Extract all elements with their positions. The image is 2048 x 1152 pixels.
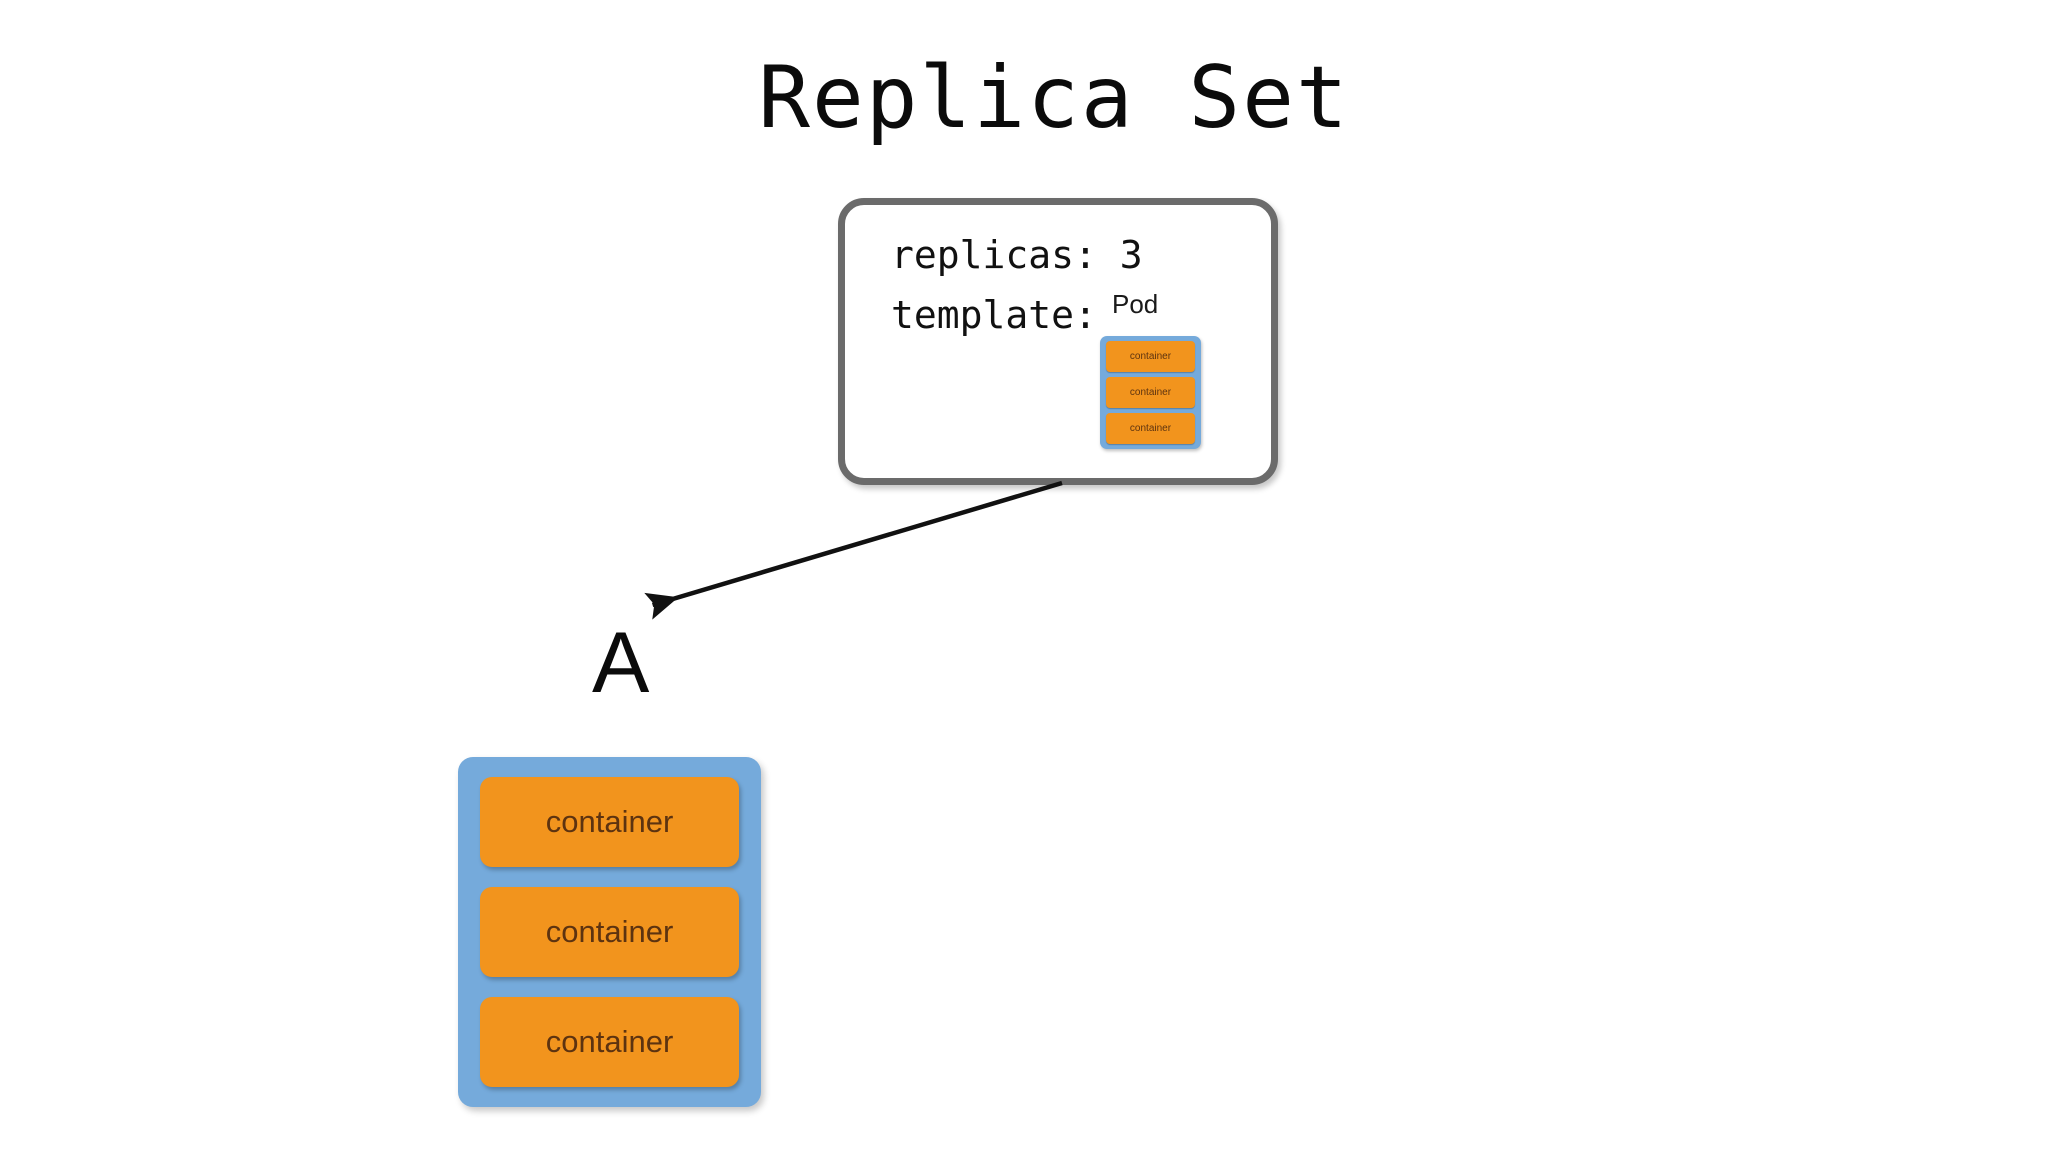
replica-pod-name-label: A [592, 615, 650, 711]
spec-template-line: template: [891, 293, 1097, 337]
replica-pod-container: container [480, 777, 739, 867]
template-pod-container: container [1106, 377, 1195, 408]
page-title: Replica Set [758, 48, 1350, 148]
replica-pod-container: container [480, 887, 739, 977]
spec-replicas-line: replicas: 3 [891, 233, 1143, 277]
template-pod: container container container [1100, 336, 1201, 449]
template-pod-container: container [1106, 413, 1195, 444]
replicaset-spec-card: replicas: 3 template: [838, 198, 1278, 485]
template-pod-label: Pod [1112, 289, 1159, 319]
template-pod-container: container [1106, 341, 1195, 372]
replica-pod-a: container container container [458, 757, 761, 1107]
replica-pod-container: container [480, 997, 739, 1087]
